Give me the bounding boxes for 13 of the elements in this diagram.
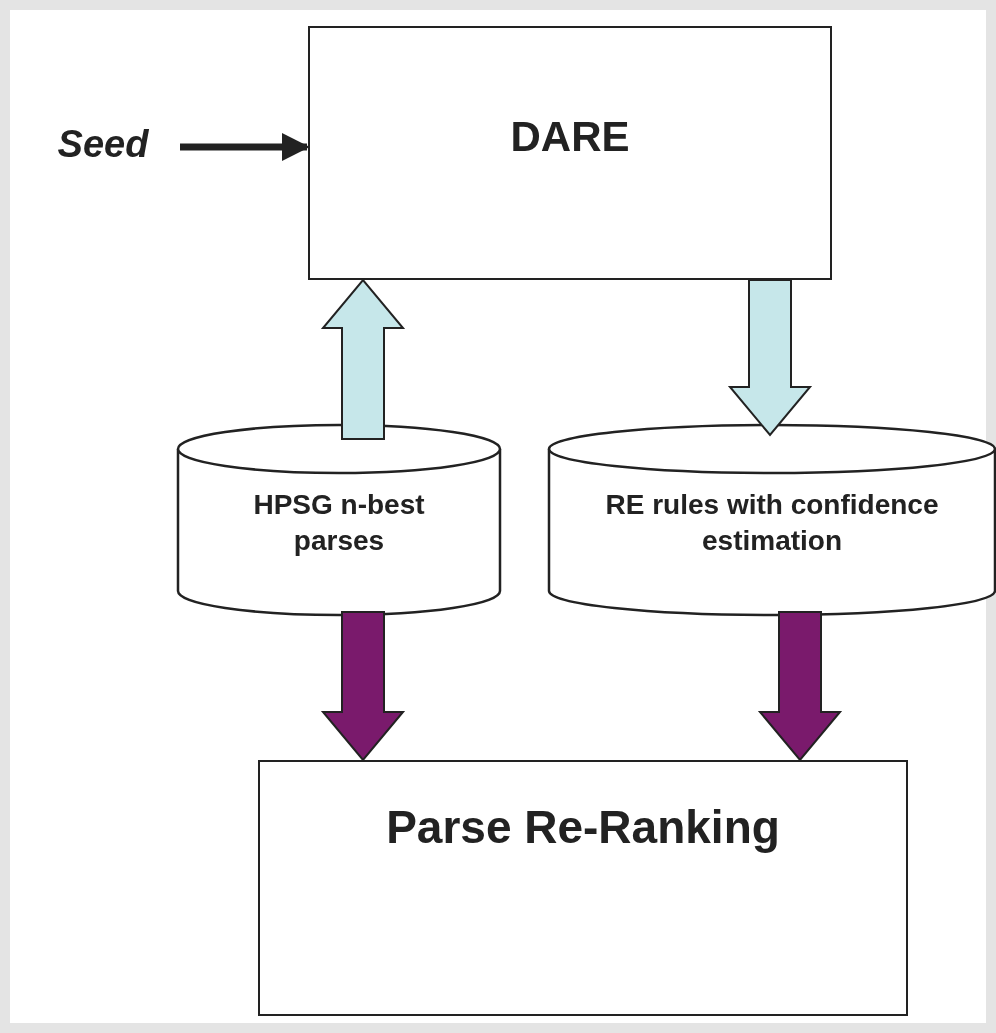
process-box [308,26,832,280]
node-label: HPSG n-best parses [252,488,426,559]
node-label: RE rules with confidence estimation [604,488,940,559]
block-arrow [727,279,813,437]
node-label: DARE [509,112,631,162]
block-arrow [757,611,843,762]
process-box [258,760,908,1016]
block-arrow [320,278,406,440]
database-cylinder [547,423,996,617]
node-label: Parse Re-Ranking [385,800,781,855]
input-label: Seed [46,120,160,170]
block-arrow [320,611,406,762]
database-cylinder [176,423,502,617]
